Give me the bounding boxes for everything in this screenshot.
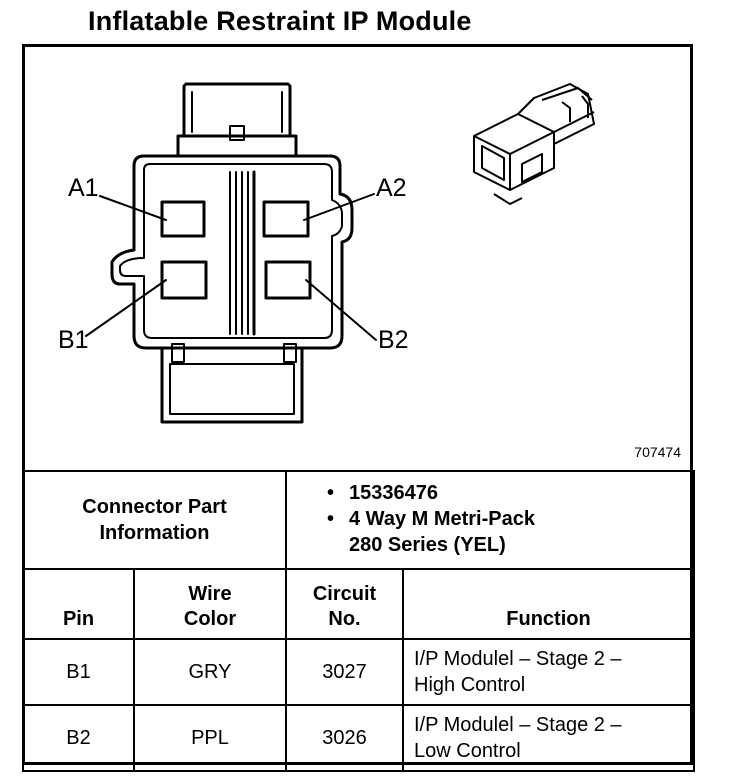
leader-a2 [303,193,375,221]
leader-b1 [85,279,167,337]
leader-b2 [305,279,377,341]
connector-info-table: Connector Part Information • 15336476 • … [22,470,695,772]
cell-circuit: 3027 [285,638,404,706]
cavity-a2 [262,200,310,238]
page-title: Inflatable Restraint IP Module [88,6,472,36]
cell-function: I/P Modulel – Stage 2 – High Control [402,638,695,706]
header-pin: Pin [22,568,135,640]
pin-label-b1: B1 [58,326,89,354]
cell-pin: B2 [22,704,135,772]
cell-wire-color: PPL [133,704,287,772]
header-wire-color: Wire Color [133,568,287,640]
pin-label-a2: A2 [376,174,407,202]
cell-function: I/P Modulel – Stage 2 – Low Control [402,704,695,772]
connector-drawing: A1 A2 B1 B2 [58,82,595,424]
pin-label-a1: A1 [68,174,99,202]
connector-body-outer [110,154,354,350]
cell-pin: B1 [22,638,135,706]
table-row: B1 GRY 3027 I/P Modulel – Stage 2 – High… [22,638,695,706]
connector-diagram: A1 A2 B1 B2 707474 [22,44,693,470]
table-row: B2 PPL 3026 I/P Modulel – Stage 2 – Low … [22,704,695,772]
top-latch [182,82,292,138]
connector-part-info-list: • 15336476 • 4 Way M Metri-Pack 280 Seri… [285,470,695,570]
cavity-b1 [160,260,208,300]
list-item: • 15336476 [327,482,438,504]
list-item: • 4 Way M Metri-Pack 280 Series (YEL) [327,508,535,556]
lower-lock [160,346,304,424]
connector-part-info-row: Connector Part Information • 15336476 • … [22,470,695,570]
cavity-a1 [160,200,206,238]
connector-body-inner [119,163,343,339]
header-function: Function [402,568,695,640]
connector-part-info-label: Connector Part Information [22,470,287,570]
header-circuit-no: Circuit No. [285,568,404,640]
diagram-part-number: 707474 [634,444,681,460]
leader-a1 [99,195,167,221]
connector-perspective-icon [473,83,595,205]
latch-tab [229,125,245,141]
cavity-b2 [264,260,312,300]
cell-circuit: 3026 [285,704,404,772]
cell-wire-color: GRY [133,638,287,706]
center-divider [229,171,249,335]
table-header-row: Pin Wire Color Circuit No. Function [22,568,695,640]
pin-label-b2: B2 [378,326,409,354]
